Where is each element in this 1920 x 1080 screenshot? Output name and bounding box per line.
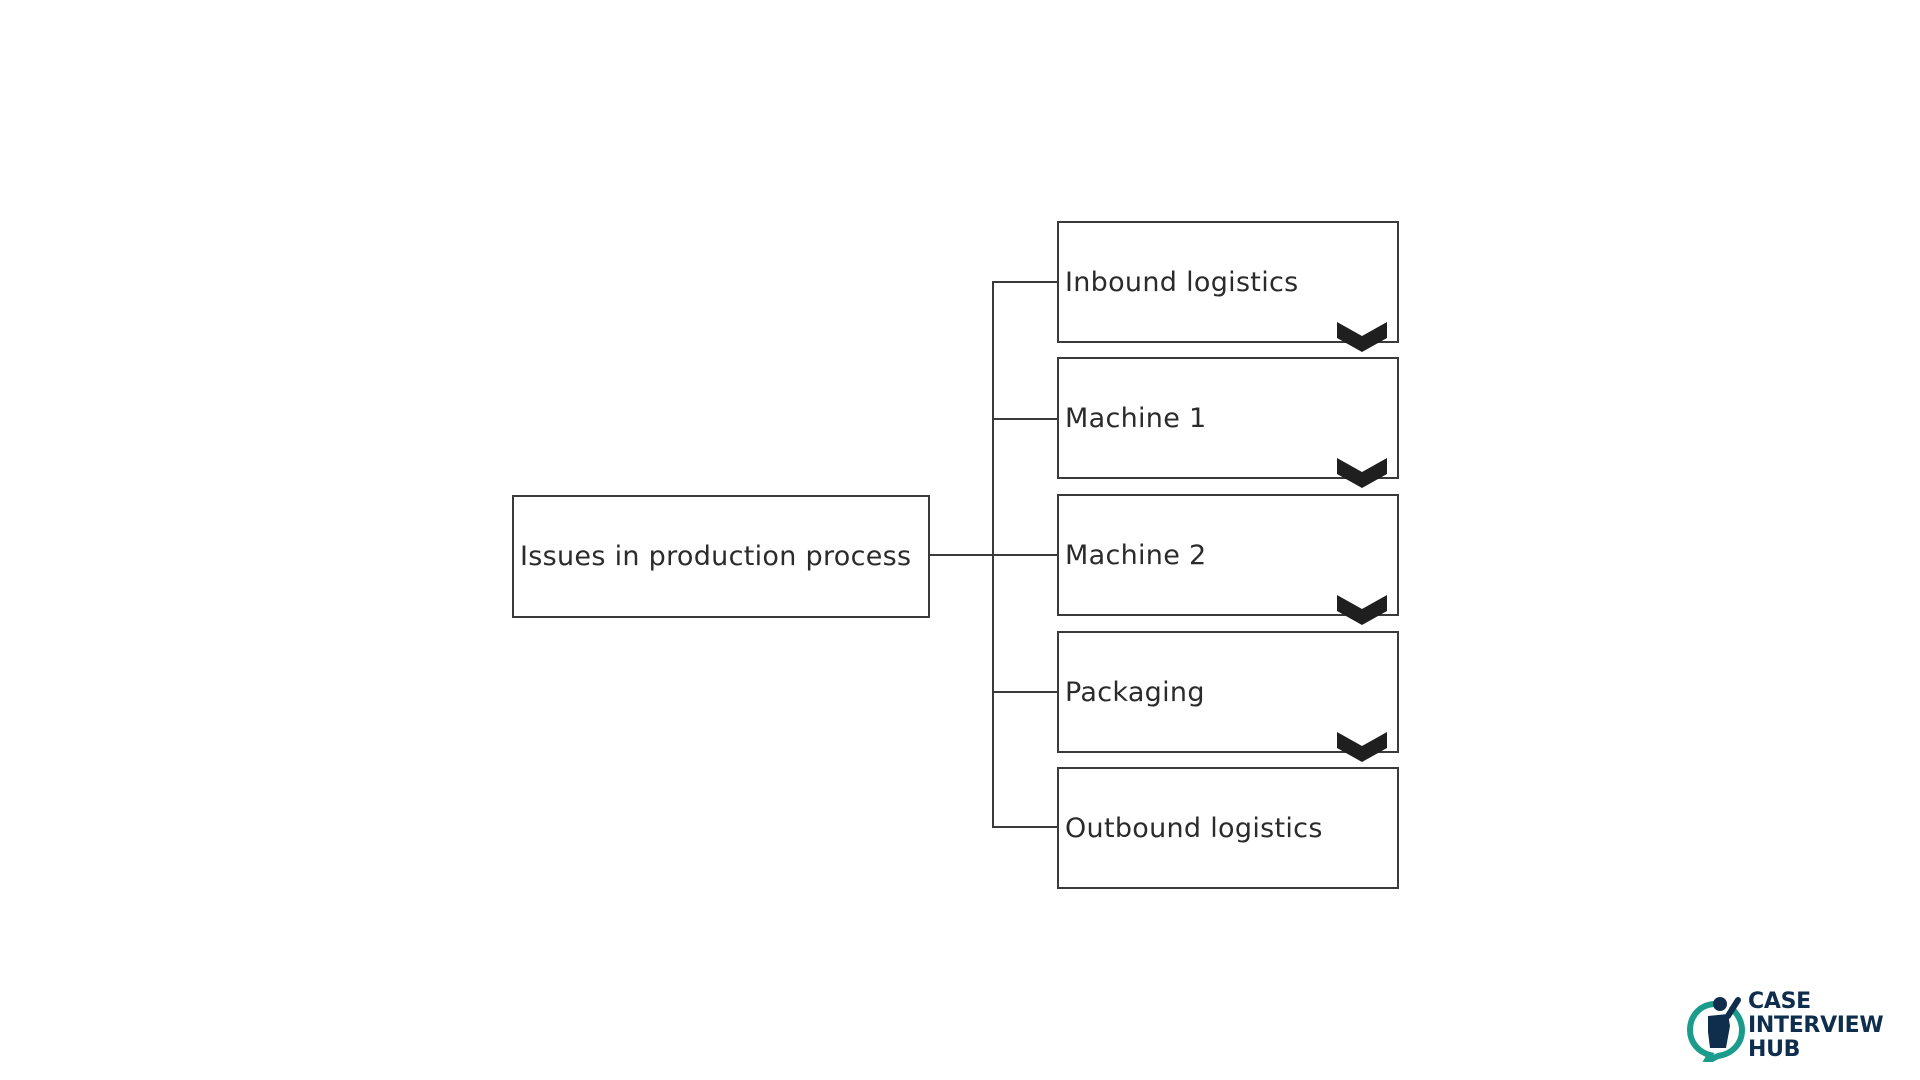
child-node-machine-2: Machine 2 — [1057, 494, 1399, 616]
case-interview-hub-logo: CASE INTERVIEW HUB — [1686, 990, 1906, 1066]
branch-line — [992, 554, 1058, 556]
logo-line-1: CASE — [1748, 989, 1811, 1014]
logo-line-3: HUB — [1748, 1037, 1801, 1062]
logo-wordmark: CASE INTERVIEW HUB — [1748, 989, 1884, 1062]
root-node: Issues in production process — [512, 495, 930, 618]
child-node-label: Inbound logistics — [1065, 266, 1299, 298]
chevron-down-icon[interactable] — [1337, 454, 1387, 490]
child-node-label: Outbound logistics — [1065, 812, 1323, 844]
chevron-down-icon[interactable] — [1337, 591, 1387, 627]
child-node-packaging: Packaging — [1057, 631, 1399, 753]
child-node-machine-1: Machine 1 — [1057, 357, 1399, 479]
child-node-outbound-logistics: Outbound logistics — [1057, 767, 1399, 889]
child-node-label: Machine 1 — [1065, 402, 1207, 434]
child-node-label: Packaging — [1065, 676, 1205, 708]
chevron-down-icon[interactable] — [1337, 318, 1387, 354]
branch-line — [992, 418, 1058, 420]
logo-line-2: INTERVIEW — [1748, 1013, 1884, 1038]
root-connector-line — [930, 554, 993, 556]
branch-line — [992, 826, 1058, 828]
root-node-label: Issues in production process — [520, 541, 912, 572]
branch-line — [992, 281, 1058, 283]
logo-person-icon — [1686, 997, 1746, 1062]
branch-line — [992, 691, 1058, 693]
chevron-down-icon[interactable] — [1337, 728, 1387, 764]
child-node-label: Machine 2 — [1065, 539, 1207, 571]
child-node-inbound-logistics: Inbound logistics — [1057, 221, 1399, 343]
